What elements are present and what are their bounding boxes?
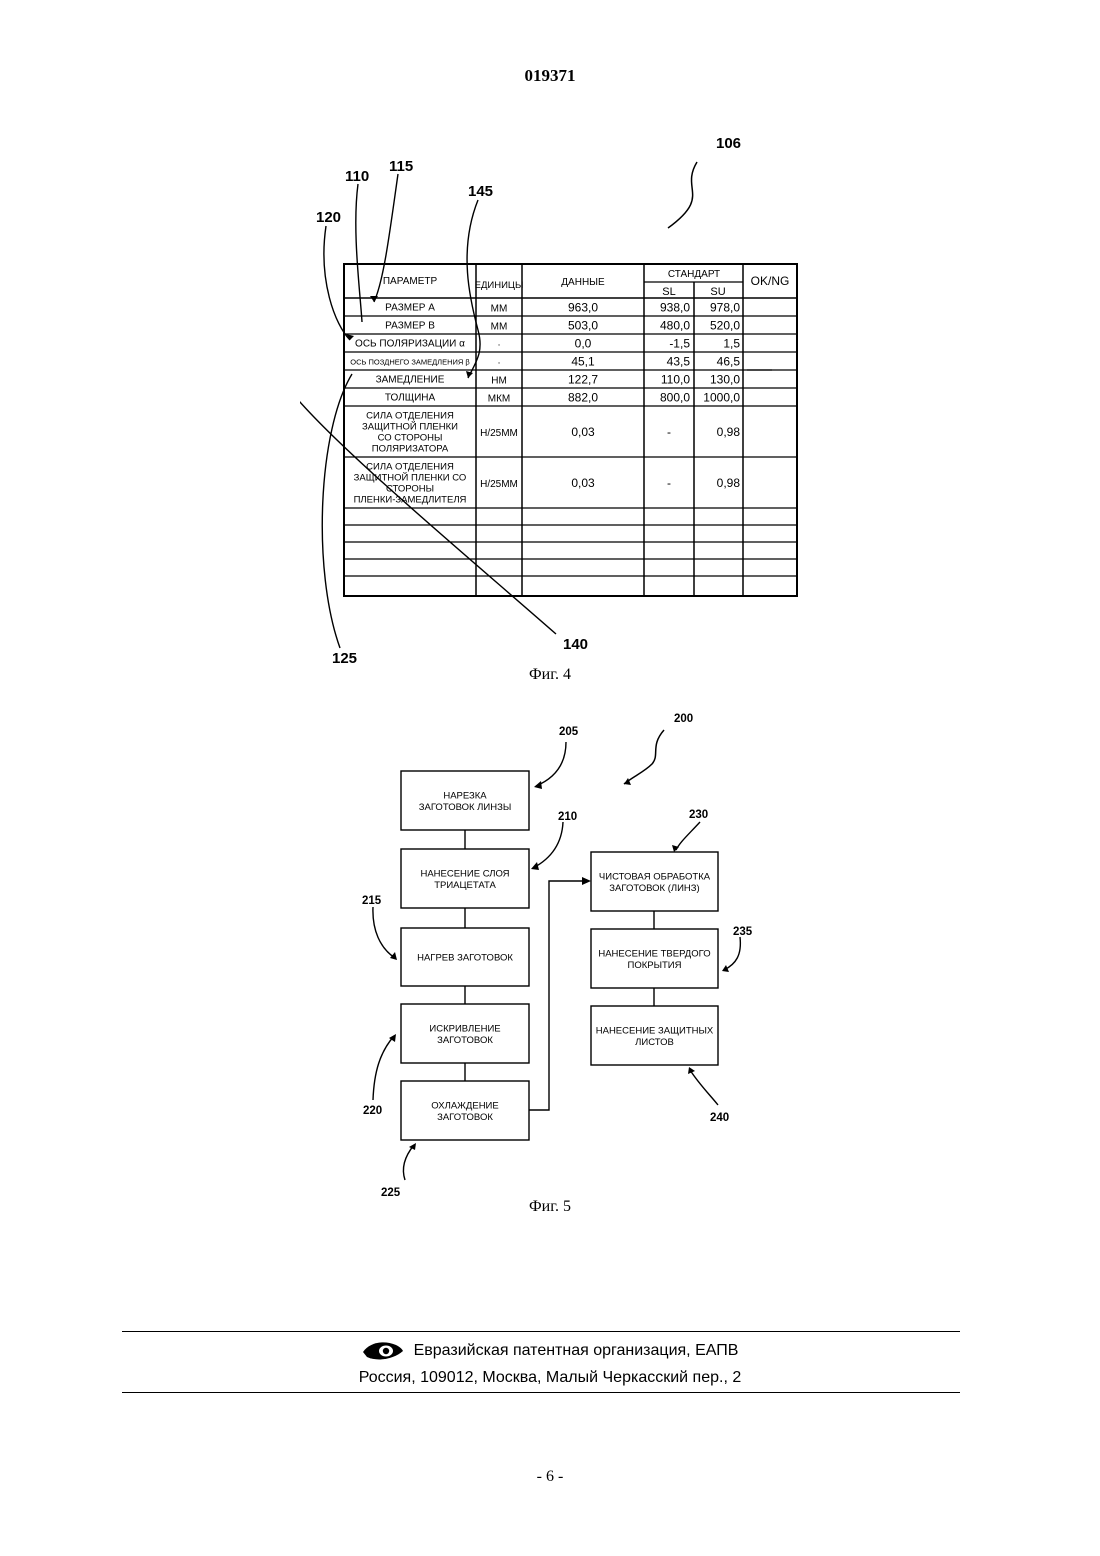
- cell-parameter: ТОЛЩИНА: [385, 393, 436, 404]
- box-label-210: НАНЕСЕНИЕ СЛОЯ: [420, 868, 509, 879]
- cell-units: НМ: [491, 376, 507, 387]
- ref-235: 235: [733, 926, 753, 938]
- cell-sl: 110,0: [661, 373, 690, 387]
- box-label-220: ЗАГОТОВОК: [437, 1035, 493, 1046]
- box-label-235: ПОКРЫТИЯ: [628, 960, 682, 971]
- cell-units: ·: [497, 340, 500, 351]
- box-label-215: НАГРЕВ ЗАГОТОВОК: [417, 953, 513, 964]
- cell-data: 122,7: [568, 373, 598, 387]
- box-label-205: ЗАГОТОВОК ЛИНЗЫ: [419, 802, 512, 813]
- ref-145: 145: [468, 183, 493, 200]
- box-label-240: НАНЕСЕНИЕ ЗАЩИТНЫХ: [596, 1025, 714, 1036]
- footer-org-text: Евразийская патентная организация, ЕАПВ: [414, 1342, 739, 1359]
- col-header-data: ДАННЫЕ: [561, 277, 605, 288]
- eapo-logo-icon: [362, 1340, 404, 1362]
- cell-parameter: ПЛЕНКИ-ЗАМЕДЛИТЕЛЯ: [354, 495, 467, 506]
- cell-parameter: ЗАЩИТНОЙ ПЛЕНКИ СО: [354, 472, 467, 484]
- box-label-205: НАРЕЗКА: [443, 790, 487, 801]
- figure-5-caption: Фиг. 5: [0, 1198, 1100, 1216]
- document-number: 019371: [0, 66, 1100, 86]
- box-label-235: НАНЕСЕНИЕ ТВЕРДОГО: [598, 948, 710, 959]
- cell-su: 46,5: [717, 355, 741, 369]
- footer-address: Россия, 109012, Москва, Малый Черкасский…: [0, 1369, 1100, 1387]
- cell-sl: 938,0: [660, 301, 690, 315]
- cell-data: 882,0: [568, 391, 598, 405]
- box-label-230: ЧИСТОВАЯ ОБРАБОТКА: [599, 871, 711, 882]
- ref-110: 110: [345, 168, 369, 185]
- figure-5-flowchart: 200 205 210 215 220 225 230 235 240 НАРЕ…: [340, 705, 780, 1205]
- box-label-230: ЗАГОТОВОК (ЛИНЗ): [609, 883, 699, 894]
- cell-parameter: СО СТОРОНЫ: [378, 433, 443, 444]
- cell-parameter: ОСЬ ПОЗДНЕГО ЗАМЕДЛЕНИЯ β: [350, 358, 470, 367]
- cell-su: 1,5: [723, 337, 740, 351]
- box-label-225: ЗАГОТОВОК: [437, 1112, 493, 1123]
- cell-data: 0,03: [571, 425, 595, 439]
- cell-sl: -: [667, 476, 671, 490]
- cell-data: 503,0: [568, 319, 598, 333]
- table-body: РАЗМЕР А ММ 963,0 938,0 978,0РАЗМЕР В ММ 503,0…: [350, 301, 740, 506]
- cell-su: 0,98: [717, 476, 741, 490]
- figure-4-caption: Фиг. 4: [0, 666, 1100, 684]
- cell-parameter: РАЗМЕР В: [385, 321, 435, 332]
- cell-data: 45,1: [571, 355, 595, 369]
- ref-120: 120: [316, 209, 341, 226]
- ref-115: 115: [389, 158, 413, 175]
- cell-data: 963,0: [568, 301, 598, 315]
- cell-parameter: РАЗМЕР А: [385, 303, 435, 314]
- figure-4-table-drawing: 106 110 115 120 145 125 140 ПАРАМЕТР ЕДИ…: [300, 130, 820, 670]
- col-header-param: ПАРАМЕТР: [383, 276, 438, 287]
- ref-106: 106: [716, 135, 741, 152]
- box-label-220: ИСКРИВЛЕНИЕ: [429, 1023, 500, 1034]
- ref-125: 125: [332, 650, 357, 667]
- cell-units: ММ: [491, 322, 508, 333]
- ref-240: 240: [710, 1112, 729, 1124]
- box-label-240: ЛИСТОВ: [635, 1037, 674, 1048]
- cell-sl: 480,0: [660, 319, 690, 333]
- cell-units: ·: [497, 358, 500, 369]
- ref-215: 215: [362, 895, 382, 907]
- ref-230: 230: [689, 809, 708, 821]
- cell-su: 0,98: [717, 425, 741, 439]
- cell-sl: -: [667, 425, 671, 439]
- cell-units: Н/25ММ: [480, 479, 518, 490]
- ref-205: 205: [559, 726, 579, 738]
- footer-bottom-rule: [122, 1392, 960, 1393]
- cell-sl: 800,0: [660, 391, 690, 405]
- col-header-units: ЕДИНИЦЫ: [475, 280, 524, 291]
- cell-sl: -1,5: [669, 337, 690, 351]
- cell-parameter: ОСЬ ПОЛЯРИЗАЦИИ α: [355, 339, 465, 350]
- footer-top-rule: [122, 1331, 960, 1332]
- box-label-225: ОХЛАЖДЕНИЕ: [431, 1100, 498, 1111]
- cell-units: Н/25ММ: [480, 428, 518, 439]
- ref-200: 200: [674, 713, 693, 725]
- cell-data: 0,0: [575, 337, 592, 351]
- cell-parameter: ЗАМЕДЛЕНИЕ: [376, 375, 445, 386]
- cell-units: ММ: [491, 304, 508, 315]
- cell-parameter: СТОРОНЫ: [386, 484, 434, 495]
- box-label-210: ТРИАЦЕТАТА: [434, 880, 496, 891]
- cell-data: 0,03: [571, 476, 595, 490]
- page-number: - 6 -: [0, 1468, 1100, 1486]
- ref-140: 140: [563, 636, 588, 653]
- cell-su: 520,0: [710, 319, 740, 333]
- cell-parameter: СИЛА ОТДЕЛЕНИЯ: [366, 462, 454, 473]
- cell-su: 130,0: [710, 373, 740, 387]
- cell-sl: 43,5: [667, 355, 691, 369]
- col-header-sl: SL: [662, 286, 675, 298]
- col-header-okng: OK/NG: [751, 274, 790, 288]
- cell-parameter: ЗАЩИТНОЙ ПЛЕНКИ: [362, 421, 458, 433]
- footer-organization: Евразийская патентная организация, ЕАПВ: [0, 1340, 1100, 1362]
- ref-210: 210: [558, 811, 577, 823]
- flowchart-box-labels: НАРЕЗКАЗАГОТОВОК ЛИНЗЫ НАНЕСЕНИЕ СЛОЯТРИА…: [417, 790, 714, 1123]
- col-header-standard: СТАНДАРТ: [668, 269, 720, 280]
- cell-units: МКМ: [488, 394, 511, 405]
- ref-220: 220: [363, 1105, 382, 1117]
- cell-su: 1000,0: [703, 391, 740, 405]
- cell-parameter: ПОЛЯРИЗАТОРА: [372, 444, 449, 455]
- col-header-su: SU: [710, 286, 725, 298]
- cell-su: 978,0: [710, 301, 740, 315]
- cell-parameter: СИЛА ОТДЕЛЕНИЯ: [366, 411, 454, 422]
